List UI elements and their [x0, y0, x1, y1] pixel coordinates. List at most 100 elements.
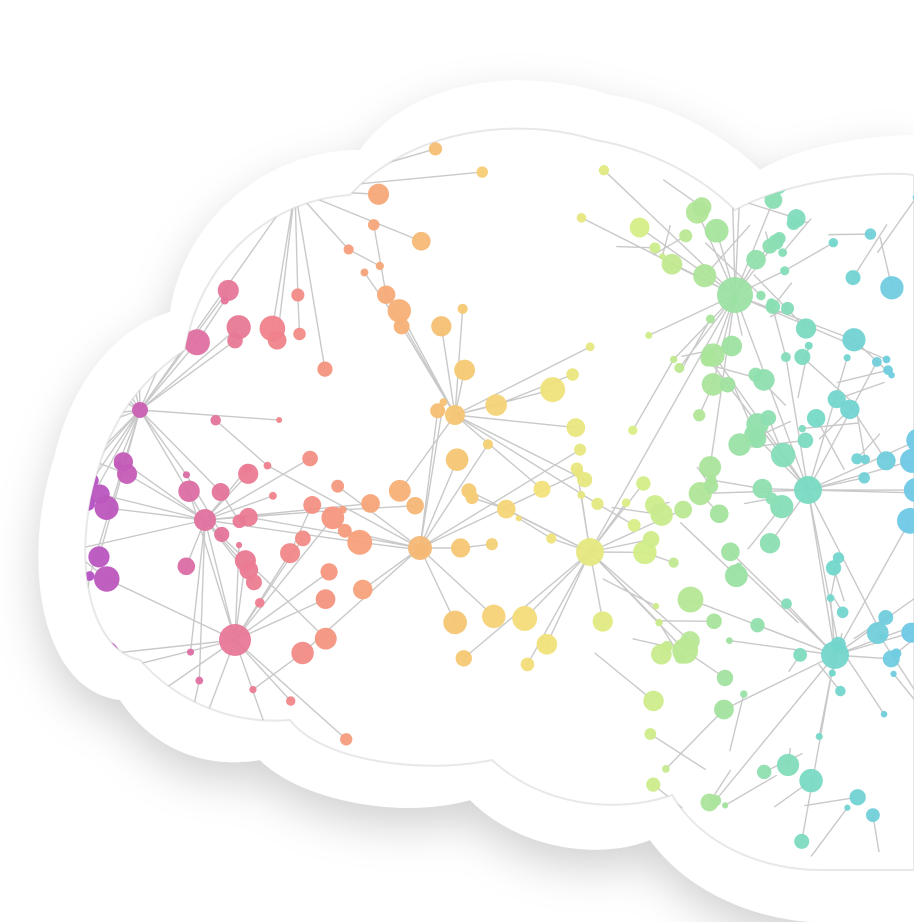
network-edge — [589, 551, 686, 652]
network-node — [739, 116, 748, 125]
network-node — [285, 696, 296, 706]
network-edge — [204, 519, 361, 544]
network-node — [674, 500, 693, 519]
network-node — [668, 557, 679, 568]
network-node — [780, 352, 791, 363]
network-node — [259, 315, 286, 342]
network-node — [85, 571, 95, 581]
network-edge — [734, 294, 809, 491]
network-node — [781, 598, 792, 610]
network-node — [760, 410, 777, 426]
network-node — [636, 476, 651, 491]
network-edge — [807, 361, 878, 491]
network-node — [455, 650, 472, 667]
network-node — [343, 244, 354, 255]
network-edge — [877, 196, 914, 253]
network-edge — [743, 67, 748, 120]
network-edge — [665, 708, 725, 770]
network-node — [797, 432, 814, 449]
network-node — [145, 128, 160, 134]
network-node — [315, 589, 336, 610]
network-edge — [661, 224, 671, 258]
network-node — [314, 854, 333, 870]
network-edge — [454, 346, 591, 416]
network-edge — [234, 571, 330, 641]
network-node — [692, 197, 712, 217]
network-node — [670, 355, 678, 364]
network-node — [794, 348, 811, 365]
network-edge — [336, 485, 421, 549]
network-node — [901, 622, 914, 643]
network-edge — [419, 547, 456, 624]
network-node — [747, 429, 767, 449]
network-node — [443, 610, 467, 635]
network-node — [721, 335, 743, 357]
network-edge — [234, 517, 334, 641]
network-edge — [419, 410, 439, 549]
network-node — [709, 504, 729, 524]
network-node — [457, 303, 468, 314]
network-edge — [399, 414, 456, 492]
network-edge — [818, 664, 842, 692]
network-edge — [139, 409, 280, 421]
network-node — [719, 376, 736, 393]
network-node — [238, 463, 259, 484]
network-node — [882, 355, 891, 364]
network-node — [650, 503, 673, 526]
network-node — [186, 648, 195, 656]
network-node — [199, 140, 220, 161]
network-node — [276, 417, 283, 424]
network-edge — [169, 806, 173, 870]
network-node — [317, 361, 333, 377]
network-node — [515, 515, 522, 522]
network-node — [724, 564, 748, 588]
network-edge — [594, 652, 655, 702]
network-node — [439, 398, 448, 407]
network-node — [445, 405, 465, 425]
network-node — [183, 329, 210, 356]
network-node — [411, 231, 431, 251]
network-edge — [214, 419, 269, 467]
network-node — [828, 238, 839, 248]
network-edge — [781, 218, 812, 254]
network-edge — [204, 495, 274, 521]
network-node — [284, 797, 303, 816]
network-node — [195, 676, 204, 685]
network-node — [337, 523, 352, 538]
network-node — [661, 253, 683, 275]
network-edge — [0, 326, 22, 347]
network-node — [450, 538, 471, 558]
network-node — [643, 690, 664, 712]
network-node — [210, 415, 221, 426]
network-node — [746, 249, 766, 270]
network-node — [245, 574, 262, 591]
network-node — [891, 648, 902, 659]
network-node — [651, 643, 672, 665]
network-edge — [828, 233, 872, 236]
network-node — [744, 62, 754, 72]
network-node — [263, 461, 272, 470]
network-edge — [616, 245, 656, 249]
network-edge — [801, 422, 860, 430]
network-node — [367, 219, 380, 231]
network-node — [880, 276, 904, 300]
network-edge — [198, 519, 206, 682]
network-edge — [807, 489, 839, 646]
network-node — [303, 496, 322, 514]
network-node — [652, 602, 660, 610]
network-edge — [419, 547, 495, 618]
network-graph — [0, 62, 914, 870]
network-edge — [189, 519, 206, 653]
network-node — [220, 296, 229, 305]
network-edge — [589, 294, 736, 553]
network-node — [482, 439, 494, 450]
network-node — [871, 356, 882, 367]
network-node — [840, 399, 860, 420]
network-edge — [834, 520, 911, 656]
network-edge — [836, 369, 889, 384]
network-node — [765, 299, 781, 315]
network-edge — [463, 551, 591, 659]
network-node — [866, 622, 889, 644]
network-node — [726, 637, 733, 644]
network-edge — [0, 317, 26, 350]
